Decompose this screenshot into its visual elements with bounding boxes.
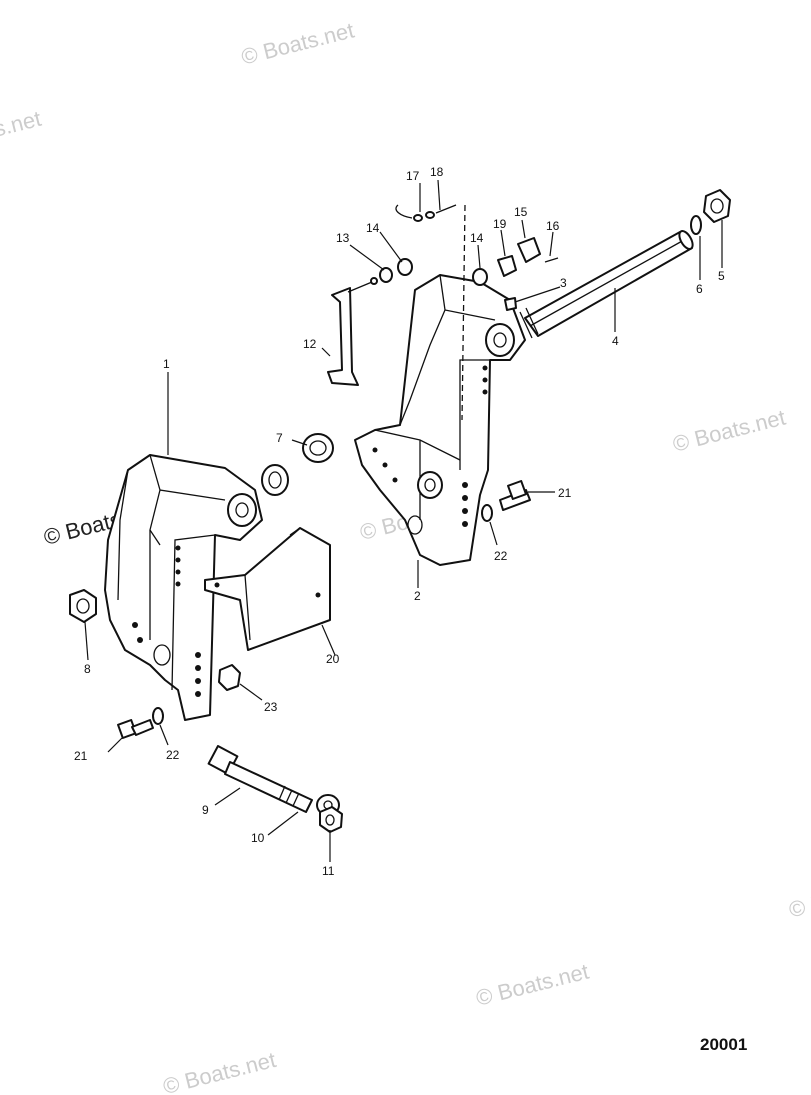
callout-14b: 14 [470,231,484,245]
callout-17: 17 [406,169,420,183]
bushing-small [397,258,488,286]
callout-20: 20 [326,652,340,666]
callout-3: 3 [560,276,567,290]
watermark: © Boats.net [239,17,357,69]
callout-15: 15 [514,205,528,219]
callout-18: 18 [430,165,444,179]
leader-lines [84,179,723,862]
mounting-plate [204,527,331,651]
callout-4: 4 [612,334,619,348]
watermark: © Boats.net [160,1047,278,1095]
callout-8: 8 [84,662,91,676]
callout-10: 10 [251,831,265,845]
callout-22: 22 [494,549,508,563]
tilt-lever [327,277,378,386]
watermark: © Boats.net [0,106,44,158]
watermark: © Boats.net [670,405,788,457]
callout-7: 7 [276,431,283,445]
callout-16: 16 [546,219,560,233]
callout-19: 19 [493,217,507,231]
callout-14: 14 [366,221,380,235]
callout-9: 9 [202,803,209,817]
spring-washer [379,267,393,283]
screw-right [499,480,531,511]
callout-21b: 21 [74,749,88,763]
ring-washer [690,215,702,235]
callout-22b: 22 [166,748,180,762]
callout-2: 2 [414,589,421,603]
callout-5: 5 [718,269,725,283]
screw-left [117,719,154,739]
callout-23: 23 [264,700,278,714]
clamp-bracket-right [354,204,526,566]
bushing [261,433,334,496]
washer-left [152,707,164,725]
figure-number: 20001 [700,1035,747,1054]
watermark: © Boats.net [786,870,811,922]
washer-right [481,504,493,522]
nut-left [69,589,97,623]
swivel-tube [519,229,694,339]
callout-6: 6 [696,282,703,296]
locknut [218,664,241,691]
callout-13: 13 [336,231,350,245]
callout-11: 11 [322,864,335,878]
clamp-bracket-left [104,454,263,721]
watermark: © Boats.net [473,959,591,1011]
bolt [207,745,313,813]
nut-top [703,189,731,223]
callout-labels: 1 2 3 4 5 6 7 8 9 10 11 12 13 14 14 15 1… [74,165,725,878]
callout-21: 21 [558,486,572,500]
nut-bottom [319,806,343,833]
latch-hardware [395,204,559,311]
callout-1: 1 [163,357,170,371]
callout-12: 12 [303,337,317,351]
